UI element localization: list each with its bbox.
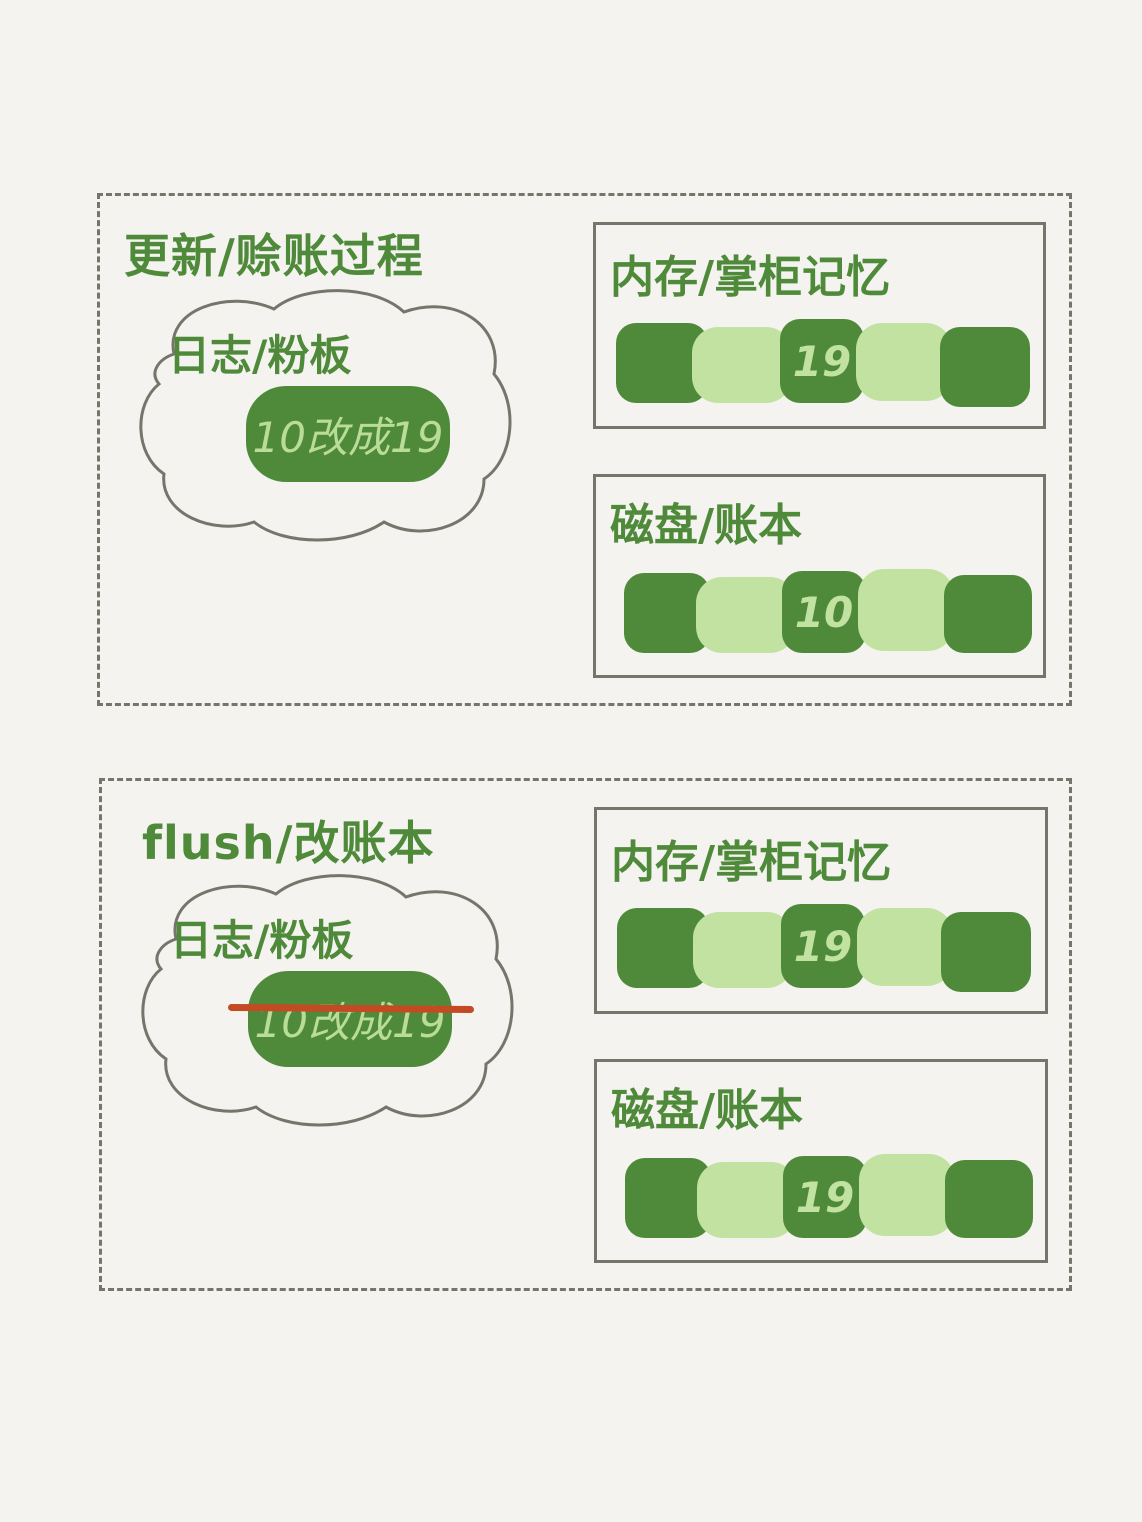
disk-value: 10 bbox=[794, 587, 854, 637]
log-cloud: 日志/粉板 10改成19 bbox=[134, 284, 514, 546]
disk-cell bbox=[858, 569, 954, 651]
memory-value: 19 bbox=[792, 336, 852, 386]
memory-value: 19 bbox=[793, 921, 853, 971]
log-entry-text: 10改成19 bbox=[252, 412, 444, 462]
disk-cell-value: 19 bbox=[783, 1156, 867, 1238]
disk-cells: 19 bbox=[617, 1154, 1033, 1244]
panel-title: 更新/赊账过程 bbox=[124, 229, 424, 283]
disk-box: 磁盘/账本 10 bbox=[593, 474, 1046, 678]
memory-cell bbox=[941, 912, 1031, 992]
disk-cell bbox=[624, 573, 710, 653]
log-entry-text: 10改成19 bbox=[254, 997, 446, 1047]
memory-cell bbox=[692, 327, 792, 403]
disk-value: 19 bbox=[795, 1172, 855, 1222]
disk-cell bbox=[859, 1154, 955, 1236]
disk-cell bbox=[697, 1162, 797, 1238]
memory-cell bbox=[940, 327, 1030, 407]
log-cloud: 日志/粉板 10改成19 bbox=[136, 869, 516, 1131]
panel-title: flush/改账本 bbox=[142, 816, 435, 870]
memory-label: 内存/掌柜记忆 bbox=[610, 252, 891, 303]
memory-cell-value: 19 bbox=[781, 904, 865, 988]
cloud-outline bbox=[139, 289, 512, 542]
memory-cells: 19 bbox=[617, 904, 1033, 994]
memory-cell bbox=[693, 912, 793, 988]
disk-cell-value: 10 bbox=[782, 571, 866, 653]
update-process-panel: 更新/赊账过程 日志/粉板 10改成19 内存/掌柜记忆 19 磁盘/账本 10 bbox=[97, 193, 1072, 706]
disk-box: 磁盘/账本 19 bbox=[594, 1059, 1048, 1263]
memory-cell-value: 19 bbox=[780, 319, 864, 403]
disk-cell bbox=[696, 577, 796, 653]
disk-cell bbox=[944, 575, 1032, 653]
memory-box: 内存/掌柜记忆 19 bbox=[593, 222, 1046, 429]
memory-label: 内存/掌柜记忆 bbox=[611, 837, 892, 888]
disk-cells: 10 bbox=[616, 569, 1032, 659]
cloud-outline bbox=[141, 874, 514, 1127]
flush-panel: flush/改账本 日志/粉板 10改成19 内存/掌柜记忆 19 磁盘/账本 bbox=[99, 778, 1072, 1291]
memory-box: 内存/掌柜记忆 19 bbox=[594, 807, 1048, 1014]
log-entry: 10改成19 bbox=[248, 971, 452, 1067]
disk-cell bbox=[625, 1158, 711, 1238]
disk-cell bbox=[945, 1160, 1033, 1238]
disk-label: 磁盘/账本 bbox=[610, 500, 803, 551]
memory-cell bbox=[857, 908, 953, 986]
memory-cells: 19 bbox=[616, 319, 1032, 409]
log-label: 日志/粉板 bbox=[170, 916, 354, 965]
log-entry: 10改成19 bbox=[246, 386, 450, 482]
memory-cell bbox=[856, 323, 952, 401]
log-label: 日志/粉板 bbox=[168, 331, 352, 380]
disk-label: 磁盘/账本 bbox=[611, 1085, 804, 1136]
